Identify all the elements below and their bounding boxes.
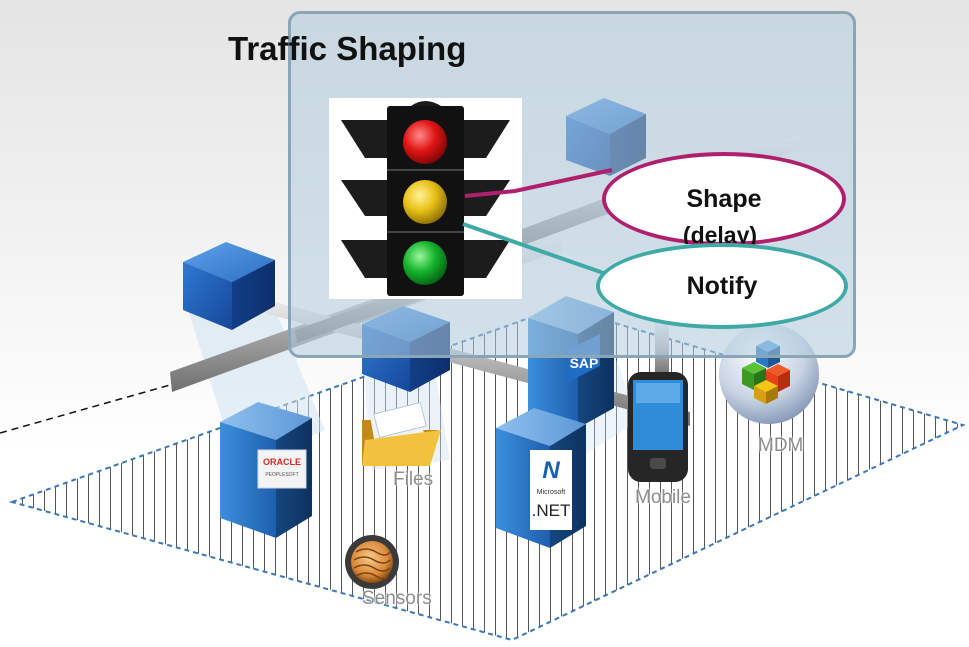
dotnet-glyph: N — [542, 457, 560, 484]
dotnet-logo-text: .NET — [532, 501, 571, 520]
network-node-cube — [183, 242, 275, 330]
delay-label: (delay) — [682, 222, 758, 244]
notify-label: Notify — [686, 271, 758, 300]
mobile-label: Mobile — [635, 487, 691, 508]
mobile-phone-icon — [628, 372, 688, 482]
traffic-light-graphic — [329, 98, 522, 299]
oracle-server-icon: ORACLE PEOPLESOFT — [220, 402, 312, 538]
sensors-label: Sensors — [362, 588, 432, 609]
dotnet-server-icon: N Microsoft .NET — [496, 408, 586, 548]
sap-logo-text: SAP — [570, 355, 599, 371]
oracle-logo-text: ORACLE — [263, 457, 301, 467]
dashed-connector — [0, 384, 171, 434]
notify-callout: Notify — [596, 243, 848, 329]
peoplesoft-logo-text: PEOPLESOFT — [265, 472, 298, 478]
panel-title: Traffic Shaping — [228, 30, 467, 67]
green-light-icon — [403, 241, 447, 285]
files-folder-icon — [362, 401, 441, 466]
shape-label: Shape — [686, 184, 762, 213]
traffic-light-icon — [329, 98, 522, 299]
microsoft-logo-text: Microsoft — [537, 489, 565, 496]
yellow-light-icon — [403, 180, 447, 224]
shape-callout: Shape — [602, 152, 846, 246]
red-light-icon — [403, 120, 447, 164]
mdm-label: MDM — [758, 435, 804, 456]
sensor-icon — [345, 535, 399, 589]
files-label: Files — [393, 469, 434, 490]
